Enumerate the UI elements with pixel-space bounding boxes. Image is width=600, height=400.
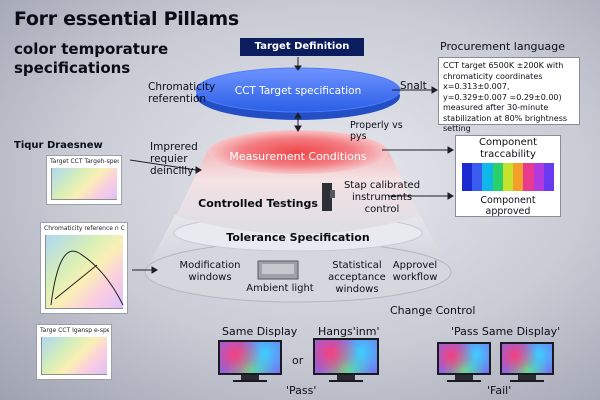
chromaticity-plot (41, 337, 107, 375)
monitor-stand (518, 375, 536, 382)
stap-calibrated-label: Stap calibrated instruments control (343, 180, 421, 215)
monitor-stand (337, 375, 355, 382)
drawings-section-title: Tiqur Draesnew (14, 140, 103, 151)
monitor-stand-base (233, 380, 267, 382)
snalt-label: Snalt (400, 80, 427, 92)
monitor-stand (241, 375, 259, 382)
spectrum-bar-4 (502, 163, 514, 191)
measurement-conditions-label: Measurement Conditions (229, 150, 367, 163)
traceability-spectrum-chart (462, 163, 554, 191)
page-subtitle: color temporature specifications (14, 40, 169, 77)
monitor-screen (500, 342, 554, 375)
cie-reference-thumbnail[interactable]: Chromaticity reference n CIE (40, 222, 128, 314)
spectrum-bar-6 (523, 163, 534, 191)
thumbnail-caption: Target CCT Targeh-specification (50, 158, 119, 165)
monitor-stand-base (329, 380, 363, 382)
cie-curve (50, 250, 124, 306)
chromaticity-plot (51, 168, 117, 200)
spectrum-bar-3 (492, 163, 503, 191)
approvel-workflow-label: Approvel workflow (392, 260, 438, 283)
monitor-stand-base (510, 380, 544, 382)
thumbnail-caption: Targe CCT Igansp e-specification (40, 327, 109, 334)
measurement-layer-ellipse (208, 130, 388, 174)
spectrum-bar-2 (482, 163, 493, 191)
fail-label: 'Fail' (487, 384, 512, 397)
spectrum-bar-1 (472, 163, 483, 191)
cct-spec-thumbnail[interactable]: Target CCT Targeh-specification (46, 155, 122, 205)
monitor-screen (437, 342, 491, 375)
spectrum-bar-8 (543, 163, 554, 191)
funnel-middle-body (176, 150, 420, 234)
chromaticity-reference-label: Chromaticity referention (148, 81, 216, 105)
monitor-screen (313, 338, 379, 375)
same-display-label: Same Display (222, 325, 298, 338)
cct-spec-thumbnail-2[interactable]: Targe CCT Igansp e-specification (36, 324, 112, 380)
statistical-acceptance-label: Statistical acceptance windows (328, 260, 386, 295)
monitor-hangs (313, 338, 379, 382)
pass-same-display-label: 'Pass Same Display' (451, 325, 561, 338)
imprered-label: Imprered requier deincilly (150, 141, 198, 177)
procurement-text: CCT target 6500K ±200K with chromaticity… (438, 57, 580, 133)
change-control-label: Change Control (390, 304, 476, 317)
monitor-pass-right (500, 342, 554, 382)
monitor-stand (455, 375, 473, 382)
pass-label: 'Pass' (286, 384, 317, 397)
monitor-pass-left (437, 342, 491, 382)
tolerance-specification-label: Tolerance Specification (226, 231, 370, 244)
modification-windows-label: Modification windows (179, 260, 241, 283)
cct-target-label: CCT Target specification (234, 85, 362, 97)
or-label: or (292, 354, 304, 367)
spectrum-bar-5 (513, 163, 524, 191)
target-definition-box: Target Definition (240, 38, 364, 56)
spectrum-bar-0 (462, 163, 473, 191)
properly-label: Properly vs pys (350, 120, 403, 142)
monitor-stand-base (447, 380, 481, 382)
hangs-label: Hangs'inm' (318, 325, 380, 338)
monitor-same-display (218, 340, 282, 382)
component-approved-label: Component approved (480, 195, 536, 217)
traceability-title: Component traccability (478, 137, 538, 160)
calibrated-instrument (322, 183, 332, 211)
procurement-title: Procurement language (440, 40, 565, 53)
spectrum-bar-7 (533, 163, 544, 191)
monitor-screen (218, 340, 282, 375)
page-title: Forr essential Pillams (14, 8, 239, 30)
controlled-testings-label: Controlled Testings (198, 197, 318, 210)
ambient-light-label: Ambient light (246, 283, 314, 294)
thumbnail-caption: Chromaticity reference n CIE (44, 225, 125, 232)
